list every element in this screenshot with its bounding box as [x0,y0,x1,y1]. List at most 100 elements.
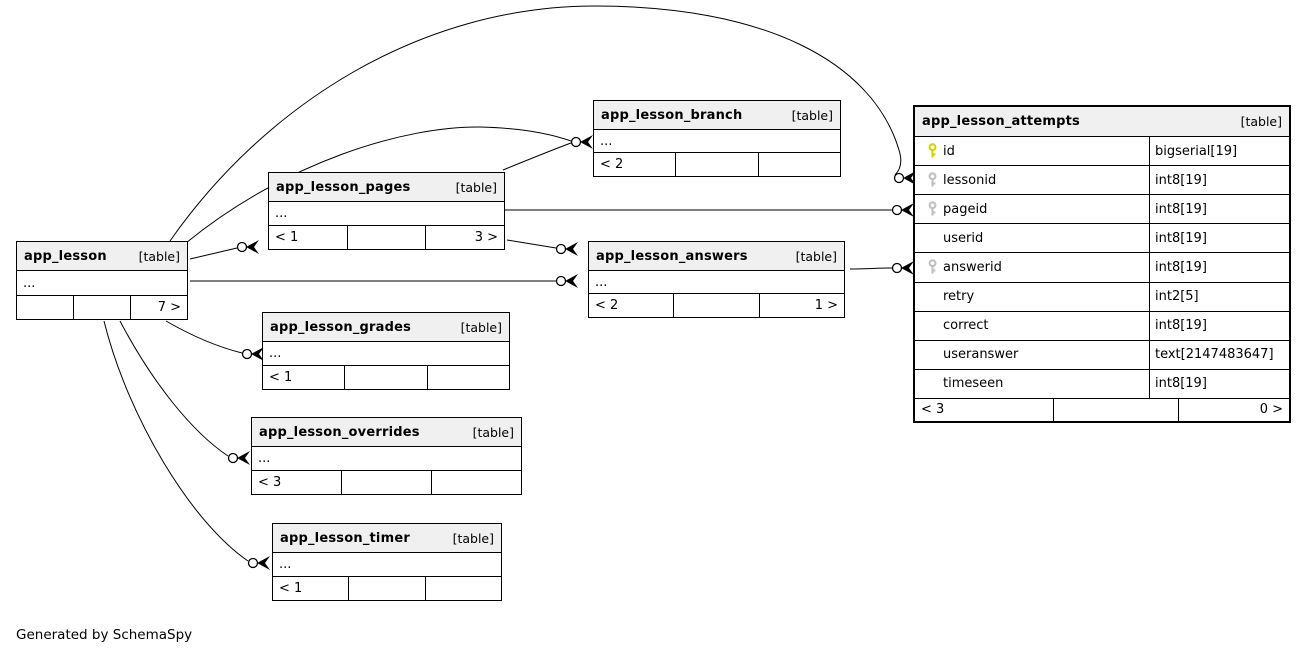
column-row: answerid int8[19] [915,253,1289,283]
table-header[interactable]: app_lesson_overrides [table] [252,418,521,447]
table-app-lesson-timer[interactable]: app_lesson_timer [table] ... < 1 [272,523,502,601]
crowfoot-connector-attempts-answerid [891,260,915,276]
footer-cell [759,153,840,176]
table-header[interactable]: app_lesson_timer [table] [273,524,501,553]
foreign-key-icon [921,201,943,217]
footer-cell [349,577,426,600]
crowfoot-connector-overrides [227,450,251,466]
crowfoot-connector-pages [236,239,260,255]
column-name: timeseen [943,376,1004,392]
table-footer: < 2 1 > [589,294,844,317]
footer-cell [426,577,501,600]
primary-key-icon [921,143,943,159]
table-name: app_lesson_pages [276,179,411,195]
column-type: int8[19] [1155,318,1207,334]
foreign-key-icon [921,259,943,275]
column-name: useranswer [943,347,1019,363]
footer-cell-parents-count: < 3 [915,398,1054,421]
table-name: app_lesson_grades [270,319,412,335]
collapsed-columns: ... [17,271,187,296]
edge-lesson-attempts-lessonid [169,5,902,242]
table-footer: < 3 [252,471,521,494]
edge-lesson-overrides [119,320,229,457]
table-app-lesson-pages[interactable]: app_lesson_pages [table] ... < 1 3 > [268,172,505,250]
footer-cell [348,226,427,249]
table-header[interactable]: app_lesson_branch [table] [594,101,840,130]
table-tag: [table] [452,530,494,546]
column-name: answerid [943,259,1002,275]
table-footer: < 1 [263,366,509,389]
table-app-lesson-overrides[interactable]: app_lesson_overrides [table] ... < 3 [251,417,522,495]
footer-cell [1054,398,1179,421]
table-name: app_lesson_answers [596,248,748,264]
column-type: int8[19] [1155,172,1207,188]
table-header[interactable]: app_lesson_attempts [table] [915,107,1289,137]
table-tag: [table] [795,248,837,264]
table-app-lesson[interactable]: app_lesson [table] ... 7 > [16,241,188,320]
table-app-lesson-grades[interactable]: app_lesson_grades [table] ... < 1 [262,312,510,390]
footer-cell [342,471,432,494]
footer-cell-parents-count: < 1 [273,577,350,600]
collapsed-columns: ... [269,202,504,226]
column-row: id bigserial[19] [915,137,1289,167]
footer-cell-children-count: 3 > [474,230,499,245]
edge-lesson-timer [103,320,249,562]
table-footer: < 3 0 > [915,398,1289,421]
footer-cell-parents-count: < 1 [263,366,346,389]
footer-cell [345,366,428,389]
table-header[interactable]: app_lesson_grades [table] [263,313,509,342]
footer-cell-parents-count: < 1 [269,226,348,249]
table-name: app_lesson [24,248,107,264]
edge-lesson-grades [165,320,243,354]
collapsed-columns: ... [589,271,844,294]
column-name: id [943,143,955,159]
footer-cell [676,153,759,176]
table-app-lesson-branch[interactable]: app_lesson_branch [table] ... < 2 [593,100,841,177]
edge-answers-attempts-answerid [849,267,893,270]
table-header[interactable]: app_lesson [table] [17,242,187,271]
table-name: app_lesson_timer [280,530,410,546]
collapsed-columns: ... [273,553,501,577]
column-row: correct int8[19] [915,311,1289,341]
table-tag: [table] [138,248,180,264]
column-type: int2[5] [1155,289,1199,305]
column-row: lessonid int8[19] [915,166,1289,196]
table-header[interactable]: app_lesson_pages [table] [269,173,504,202]
footer-cell-children-count: 1 > [814,298,838,313]
table-name: app_lesson_branch [601,107,743,123]
column-type: text[2147483647] [1155,347,1274,363]
generator-note: Generated by SchemaSpy [16,627,193,643]
column-type: int8[19] [1155,376,1207,392]
table-name: app_lesson_attempts [922,114,1080,129]
table-tag: [table] [472,424,514,440]
edge-pages-branch [502,142,572,171]
column-name: correct [943,318,989,334]
crowfoot-connector-answers-upper [555,241,579,257]
crowfoot-connector-answers-lower [555,273,579,289]
column-type: int8[19] [1155,259,1207,275]
crowfoot-connector-branch [570,134,594,150]
column-row: userid int8[19] [915,224,1289,254]
table-app-lesson-attempts[interactable]: app_lesson_attempts [table] id bigserial… [913,105,1291,423]
table-footer: < 1 [273,577,501,600]
edge-lesson-pages [189,247,238,260]
foreign-key-icon [921,172,943,188]
table-tag: [table] [791,107,833,123]
table-header[interactable]: app_lesson_answers [table] [589,242,844,271]
crowfoot-connector-attempts-pageid [891,202,915,218]
collapsed-columns: ... [263,342,509,366]
collapsed-columns: ... [252,447,521,471]
table-footer: 7 > [17,296,187,319]
footer-cell [432,471,521,494]
footer-cell [674,294,760,317]
table-tag: [table] [455,179,497,195]
column-type: bigserial[19] [1155,143,1238,159]
footer-cell-parents-count: < 2 [589,294,675,317]
column-name: lessonid [943,172,997,188]
column-type: int8[19] [1155,230,1207,246]
footer-cell [74,296,131,319]
table-app-lesson-answers[interactable]: app_lesson_answers [table] ... < 2 1 > [588,241,845,318]
column-name: pageid [943,201,988,217]
